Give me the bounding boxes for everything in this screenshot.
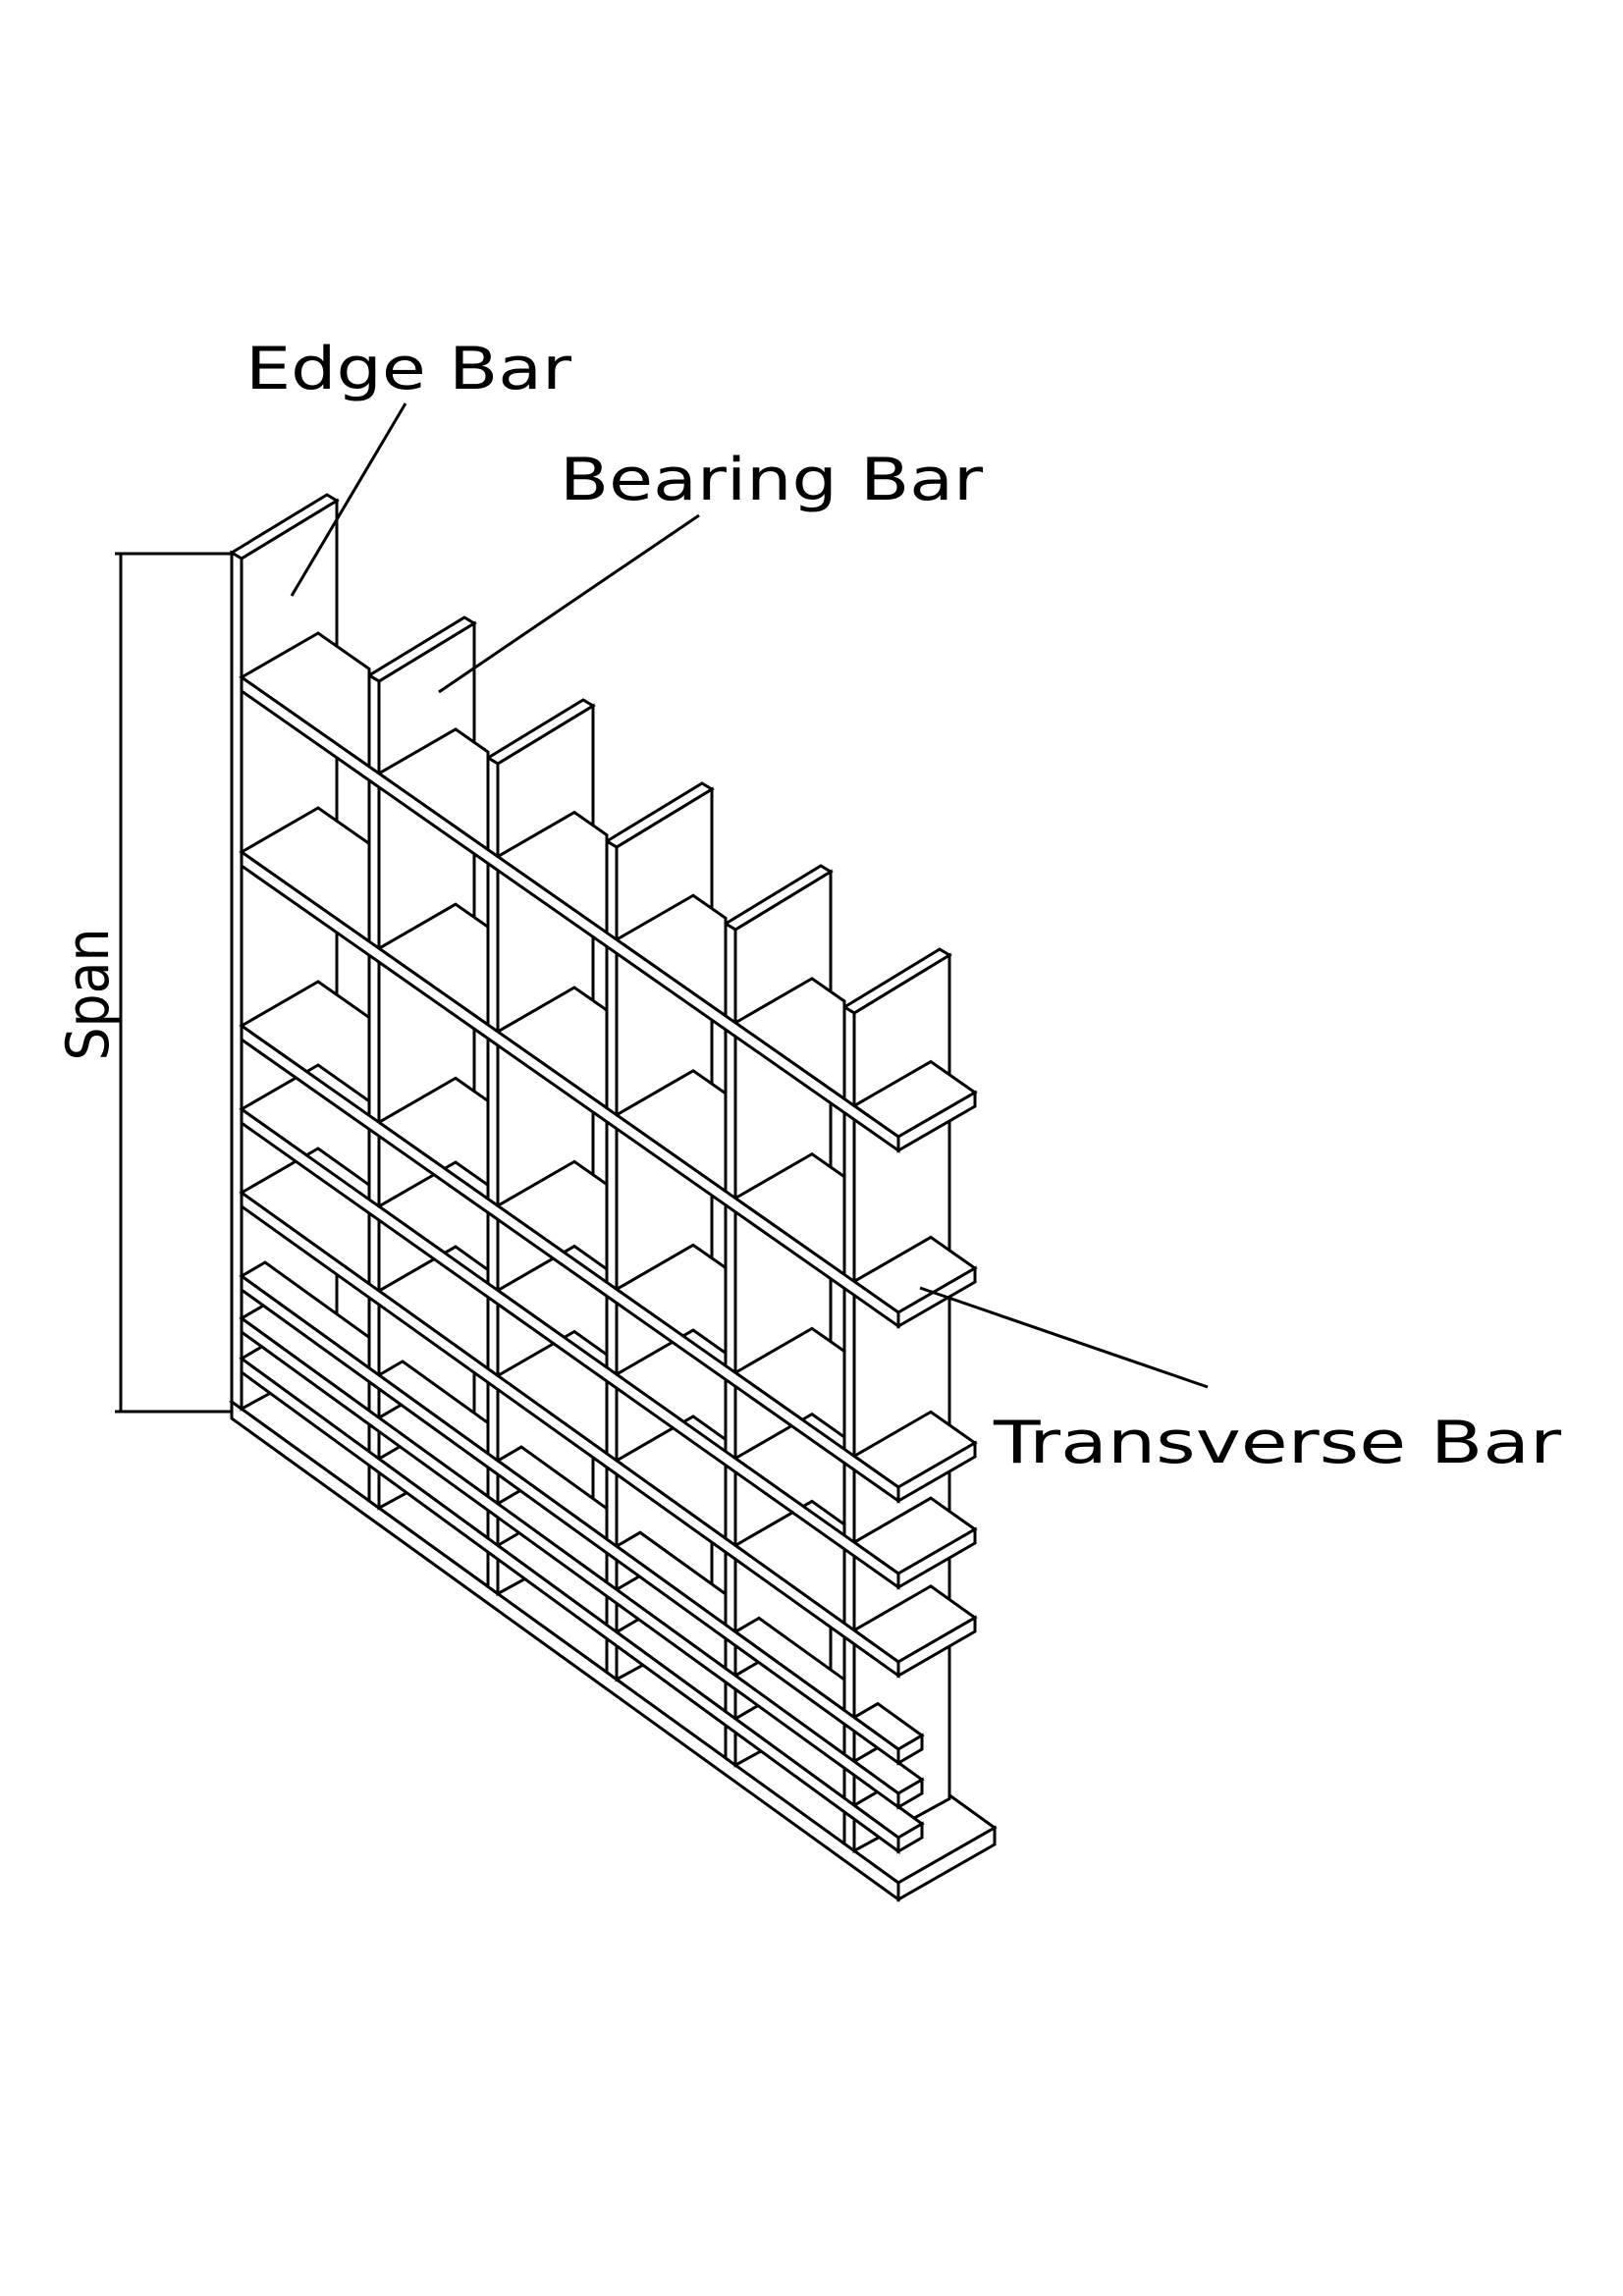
bearing-bar-leader	[438, 513, 700, 694]
transverse-bar-end-face	[896, 1090, 977, 1153]
transverse-bar-end-face	[896, 1440, 977, 1504]
edge-bar-leader	[290, 402, 407, 597]
transverse-bar-label: Transverse Bar	[993, 1409, 1562, 1477]
transverse-bar-end-face	[896, 1733, 924, 1766]
bottom-plate-end	[896, 1825, 997, 1902]
transverse-bar-end-face	[896, 1526, 977, 1590]
transverse-bar-end-face	[896, 1265, 977, 1329]
transverse-bar-end-face	[896, 1615, 977, 1679]
edge-bar-label: Edge Bar	[245, 335, 571, 403]
span-label: Span	[54, 929, 123, 1061]
grating-structure	[229, 493, 998, 1902]
bearing-bar-label: Bearing Bar	[560, 446, 983, 514]
annotations: Span Edge Bar Bearing Bar Transverse Bar	[54, 335, 1561, 1477]
transverse-bar-end-face	[896, 1821, 924, 1854]
transverse-bar-leader	[919, 1286, 1209, 1389]
transverse-bar-end-face	[896, 1777, 924, 1810]
edge-bar-front-edge	[230, 550, 243, 1413]
